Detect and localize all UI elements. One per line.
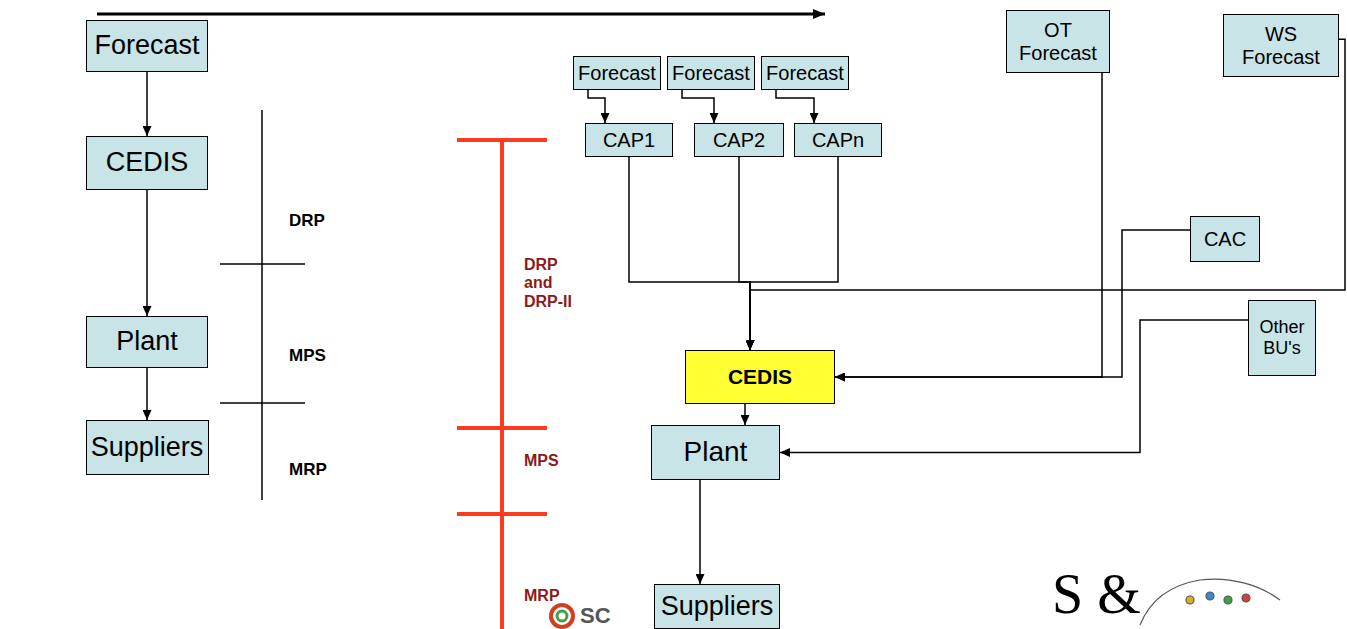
logo-ring <box>551 605 573 627</box>
flow-connector <box>739 157 750 350</box>
planning-level-label: MPS <box>524 452 559 470</box>
box-label: Plant <box>684 436 748 468</box>
planning-level-label: MRP <box>524 587 560 605</box>
flow-connector <box>629 157 750 350</box>
box-label: Suppliers <box>661 591 774 622</box>
logo-ring <box>557 611 567 621</box>
box-label: CEDIS <box>728 365 792 389</box>
box-label: CAPn <box>812 129 864 152</box>
box-label: CEDIS <box>106 147 189 178</box>
process-box: CEDIS <box>86 136 208 190</box>
process-box: Forecast <box>761 56 849 90</box>
box-label: CAP1 <box>603 129 655 152</box>
planning-level-label: DRP and DRP-II <box>524 256 584 311</box>
box-label: Forecast <box>766 62 844 85</box>
process-box: Forecast <box>86 20 208 72</box>
flow-connector <box>744 404 746 425</box>
red-scale-line <box>500 140 504 629</box>
time-arrow <box>97 13 825 16</box>
process-box: Forecast <box>667 56 755 90</box>
process-box: Suppliers <box>654 584 780 629</box>
box-label: Forecast <box>672 62 750 85</box>
box-label: Suppliers <box>91 432 204 463</box>
box-label: OT Forecast <box>1007 19 1109 65</box>
process-box: Forecast <box>573 56 661 90</box>
planning-level-label: MPS <box>289 346 326 366</box>
planning-level-label: DRP <box>289 211 325 231</box>
box-label: Other BU's <box>1249 317 1315 358</box>
flow-connector <box>780 320 1248 453</box>
scale-tick <box>220 263 305 265</box>
flow-connector <box>588 90 605 123</box>
process-box: Other BU's <box>1248 300 1316 376</box>
process-box: CAC <box>1190 216 1260 262</box>
box-label: CAC <box>1204 228 1246 251</box>
process-box: CAPn <box>794 123 882 157</box>
highlighted-box: CEDIS <box>685 350 835 404</box>
process-box: OT Forecast <box>1006 10 1110 73</box>
process-box: Plant <box>651 425 780 480</box>
red-scale-tick <box>457 426 547 430</box>
scale-line <box>261 110 263 500</box>
flow-connector <box>682 90 714 123</box>
box-label: WS Forecast <box>1224 23 1338 69</box>
logo-text: S & <box>1052 562 1141 626</box>
red-scale-tick <box>457 512 547 516</box>
process-box: Plant <box>86 316 208 368</box>
flow-connector <box>835 230 1190 377</box>
process-box: Suppliers <box>86 420 209 475</box>
flow-connector <box>776 90 814 123</box>
flow-connector <box>699 480 701 584</box>
flow-connector <box>146 72 148 136</box>
flow-connector <box>750 157 838 350</box>
logo-text: SC <box>580 603 611 628</box>
flow-connector <box>146 368 148 420</box>
process-box: WS Forecast <box>1223 14 1339 77</box>
box-label: Forecast <box>578 62 656 85</box>
box-label: Plant <box>116 326 178 357</box>
box-label: CAP2 <box>713 129 765 152</box>
scale-tick <box>220 402 305 404</box>
flow-connector <box>146 190 148 316</box>
flow-connector <box>835 73 1102 377</box>
process-box: CAP2 <box>694 123 784 157</box>
planning-level-label: MRP <box>289 460 327 480</box>
box-label: Forecast <box>94 30 199 61</box>
red-scale-tick <box>457 138 547 142</box>
process-box: CAP1 <box>585 123 673 157</box>
logo-sketch <box>1140 579 1280 625</box>
